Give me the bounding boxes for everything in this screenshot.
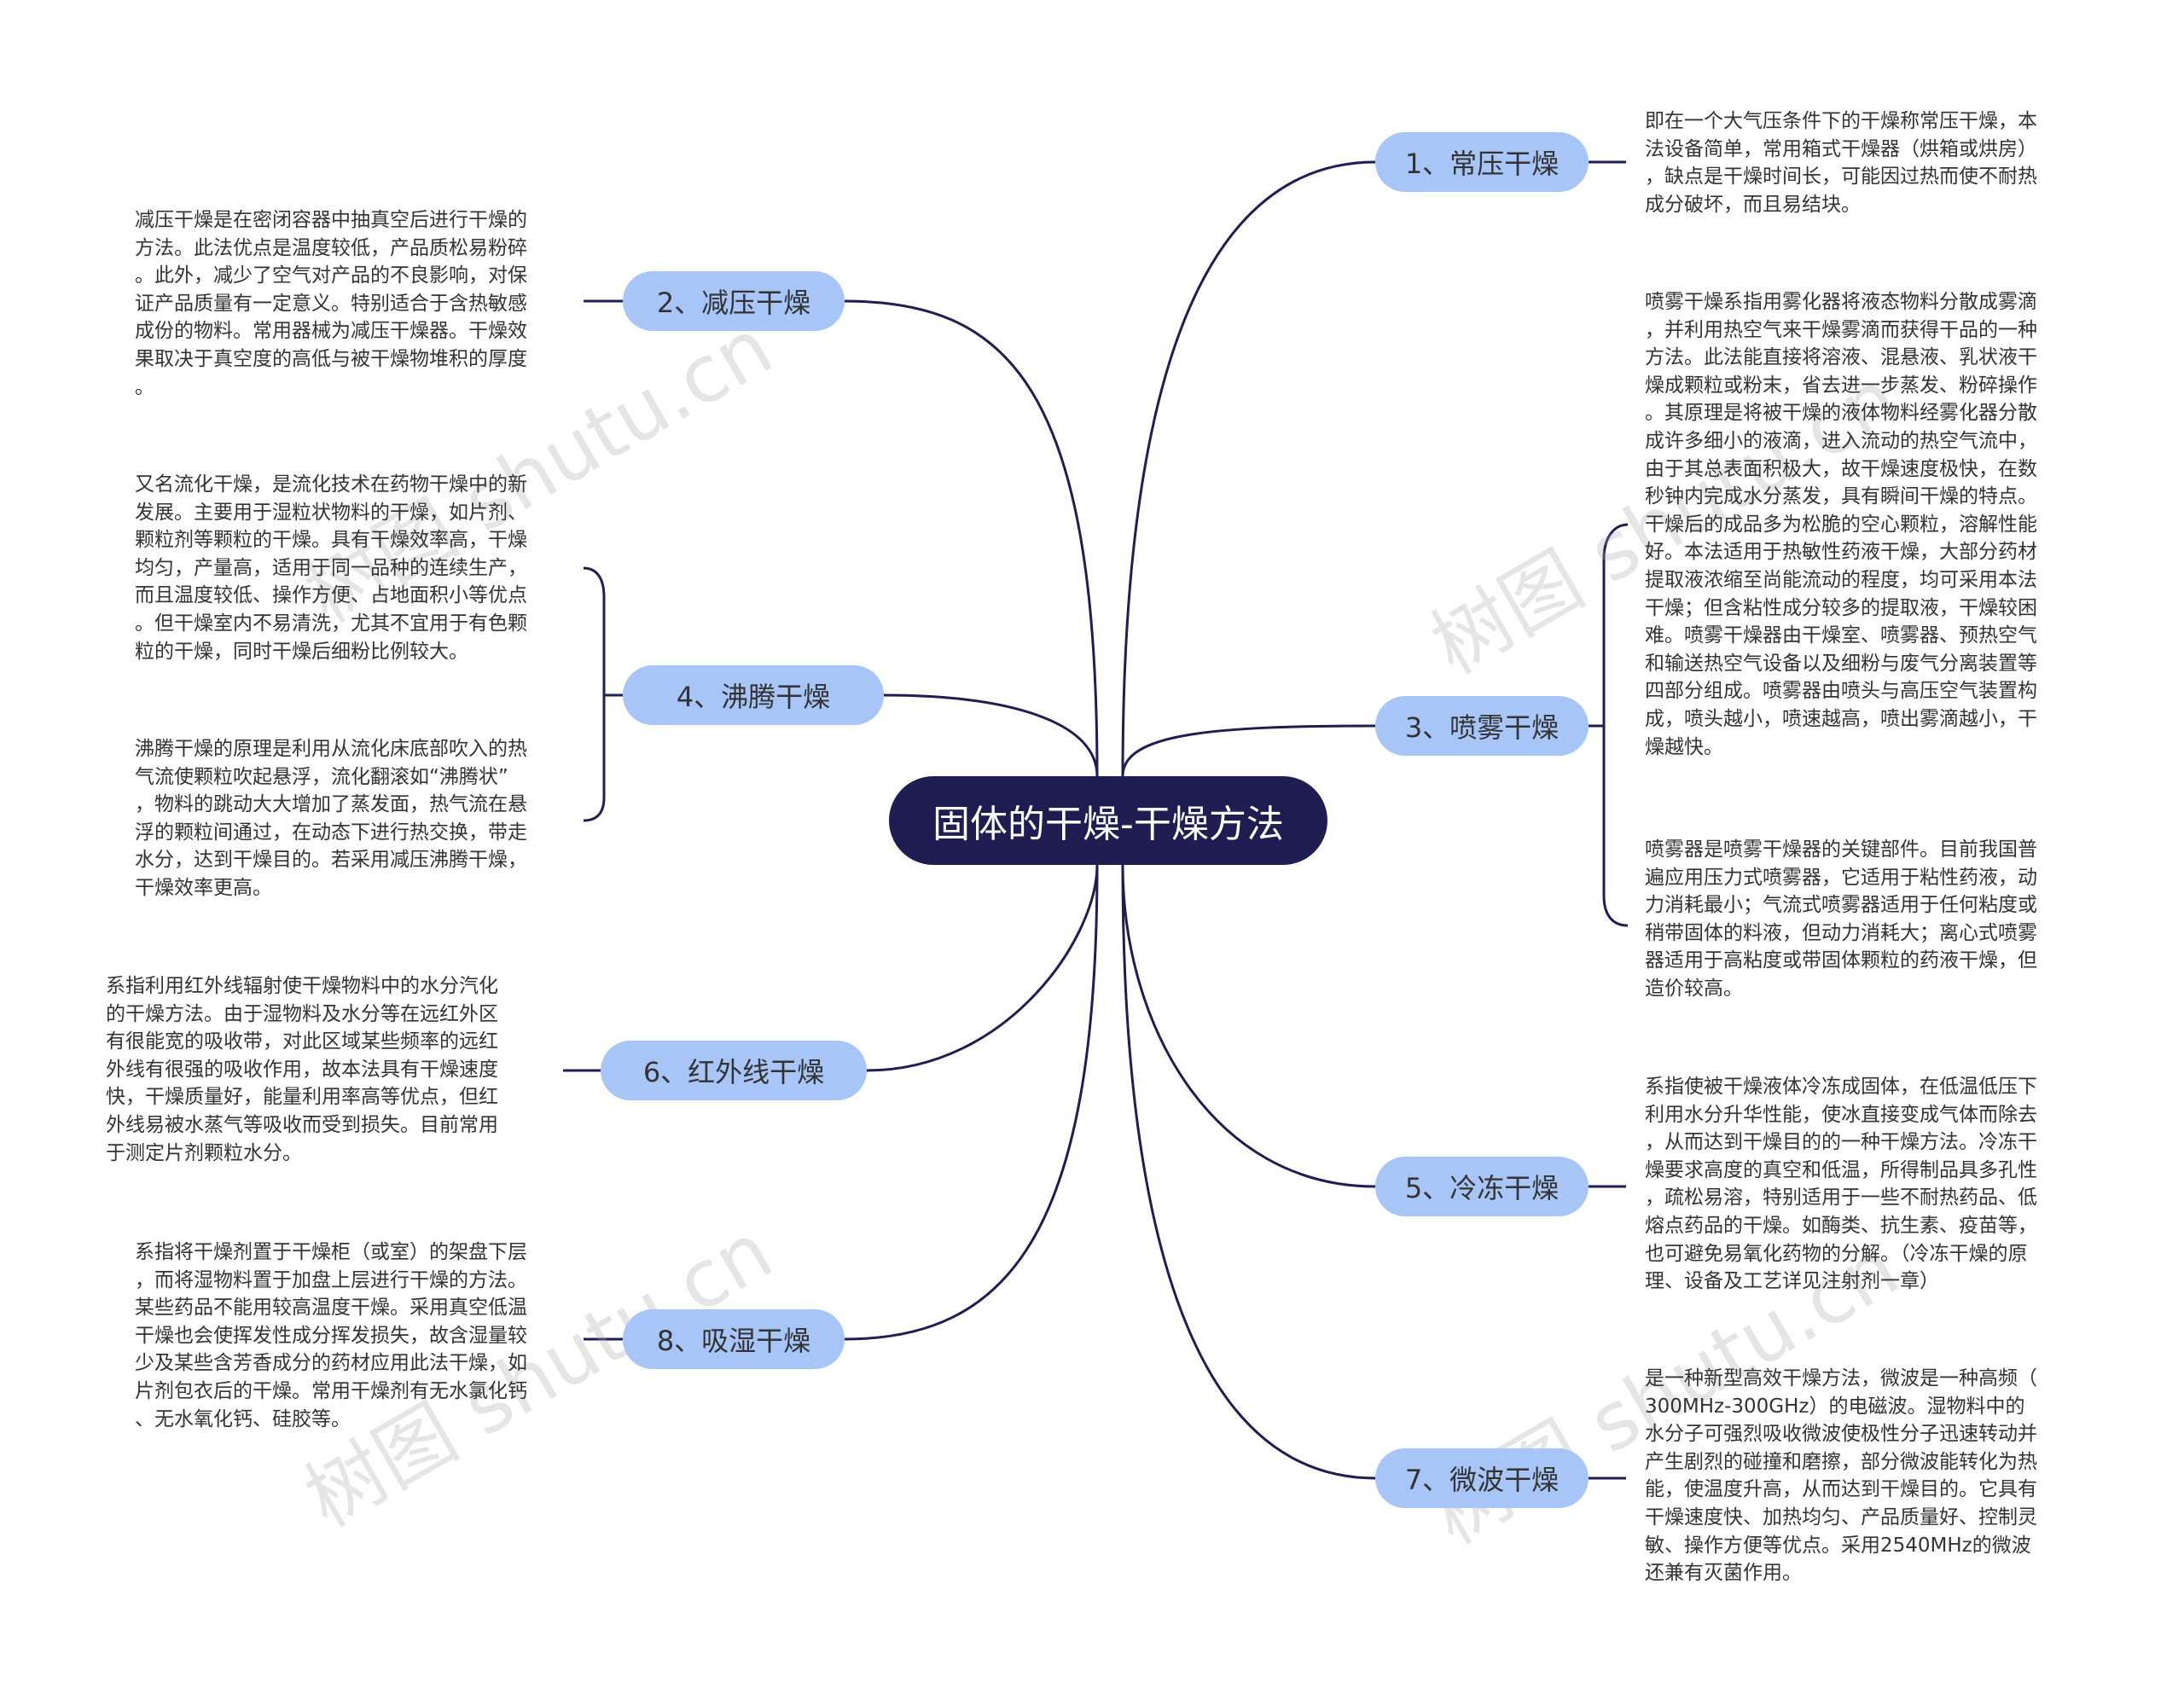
branch-line-6 bbox=[866, 864, 1099, 1072]
branch-line-3 bbox=[1121, 724, 1376, 777]
topic-3[interactable]: 3、喷雾干燥 bbox=[1375, 696, 1589, 756]
bracket-3 bbox=[1602, 523, 1629, 927]
topic-8[interactable]: 8、吸湿干燥 bbox=[623, 1309, 845, 1369]
branch-line-5 bbox=[1121, 864, 1376, 1188]
note-7: 是一种新型高效干燥方法，微波是一种高频（ 300MHz-300GHz）的电磁波。… bbox=[1645, 1367, 2037, 1585]
note-3a: 喷雾干燥系指用雾化器将液态物料分散成雾滴 ，并利用热空气来干燥雾滴而获得干品的一… bbox=[1645, 291, 2037, 758]
note-8: 系指将干燥剂置于干燥柜（或室）的架盘下层 ，而将湿物料置于加盘上层进行干燥的方法… bbox=[135, 1241, 527, 1430]
note-1: 即在一个大气压条件下的干燥称常压干燥，本 法设备简单，常用箱式干燥器（烘箱或烘房… bbox=[1645, 110, 2037, 216]
topic-2[interactable]: 2、减压干燥 bbox=[623, 271, 845, 331]
branch-line-8 bbox=[844, 864, 1099, 1341]
note-4b: 沸腾干燥的原理是利用从流化床底部吹入的热 气流使颗粒吹起悬浮，流化翻滚如“沸腾状… bbox=[135, 738, 527, 899]
topic-6[interactable]: 6、红外线干燥 bbox=[601, 1041, 867, 1100]
topic-5[interactable]: 5、冷冻干燥 bbox=[1375, 1157, 1589, 1216]
topic-4[interactable]: 4、沸腾干燥 bbox=[623, 665, 884, 725]
central-topic[interactable]: 固体的干燥-干燥方法 bbox=[889, 776, 1327, 865]
branch-line-1 bbox=[1121, 160, 1376, 777]
note-6: 系指利用红外线辐射使干燥物料中的水分汽化 的干燥方法。由于湿物料及水分等在远红外… bbox=[106, 975, 498, 1164]
topic-7[interactable]: 7、微波干燥 bbox=[1375, 1448, 1589, 1508]
note-2: 减压干燥是在密闭容器中抽真空后进行干燥的 方法。此法优点是温度较低，产品质松易粉… bbox=[135, 209, 527, 398]
branch-line-7 bbox=[1121, 864, 1376, 1480]
bracket-4 bbox=[583, 566, 606, 822]
note-5: 系指使被干燥液体冷冻成固体，在低温低压下 利用水分升华性能，使冰直接变成气体而除… bbox=[1645, 1076, 2037, 1293]
topic-1[interactable]: 1、常压干燥 bbox=[1375, 132, 1589, 192]
branch-line-2 bbox=[844, 299, 1099, 777]
note-3b: 喷雾器是喷雾干燥器的关键部件。目前我国普 遍应用压力式喷雾器，它适用于粘性药液，… bbox=[1645, 838, 2037, 1000]
note-4a: 又名流化干燥，是流化技术在药物干燥中的新 发展。主要用于湿粒状物料的干燥，如片剂… bbox=[135, 473, 527, 663]
branch-line-4 bbox=[883, 693, 1099, 777]
